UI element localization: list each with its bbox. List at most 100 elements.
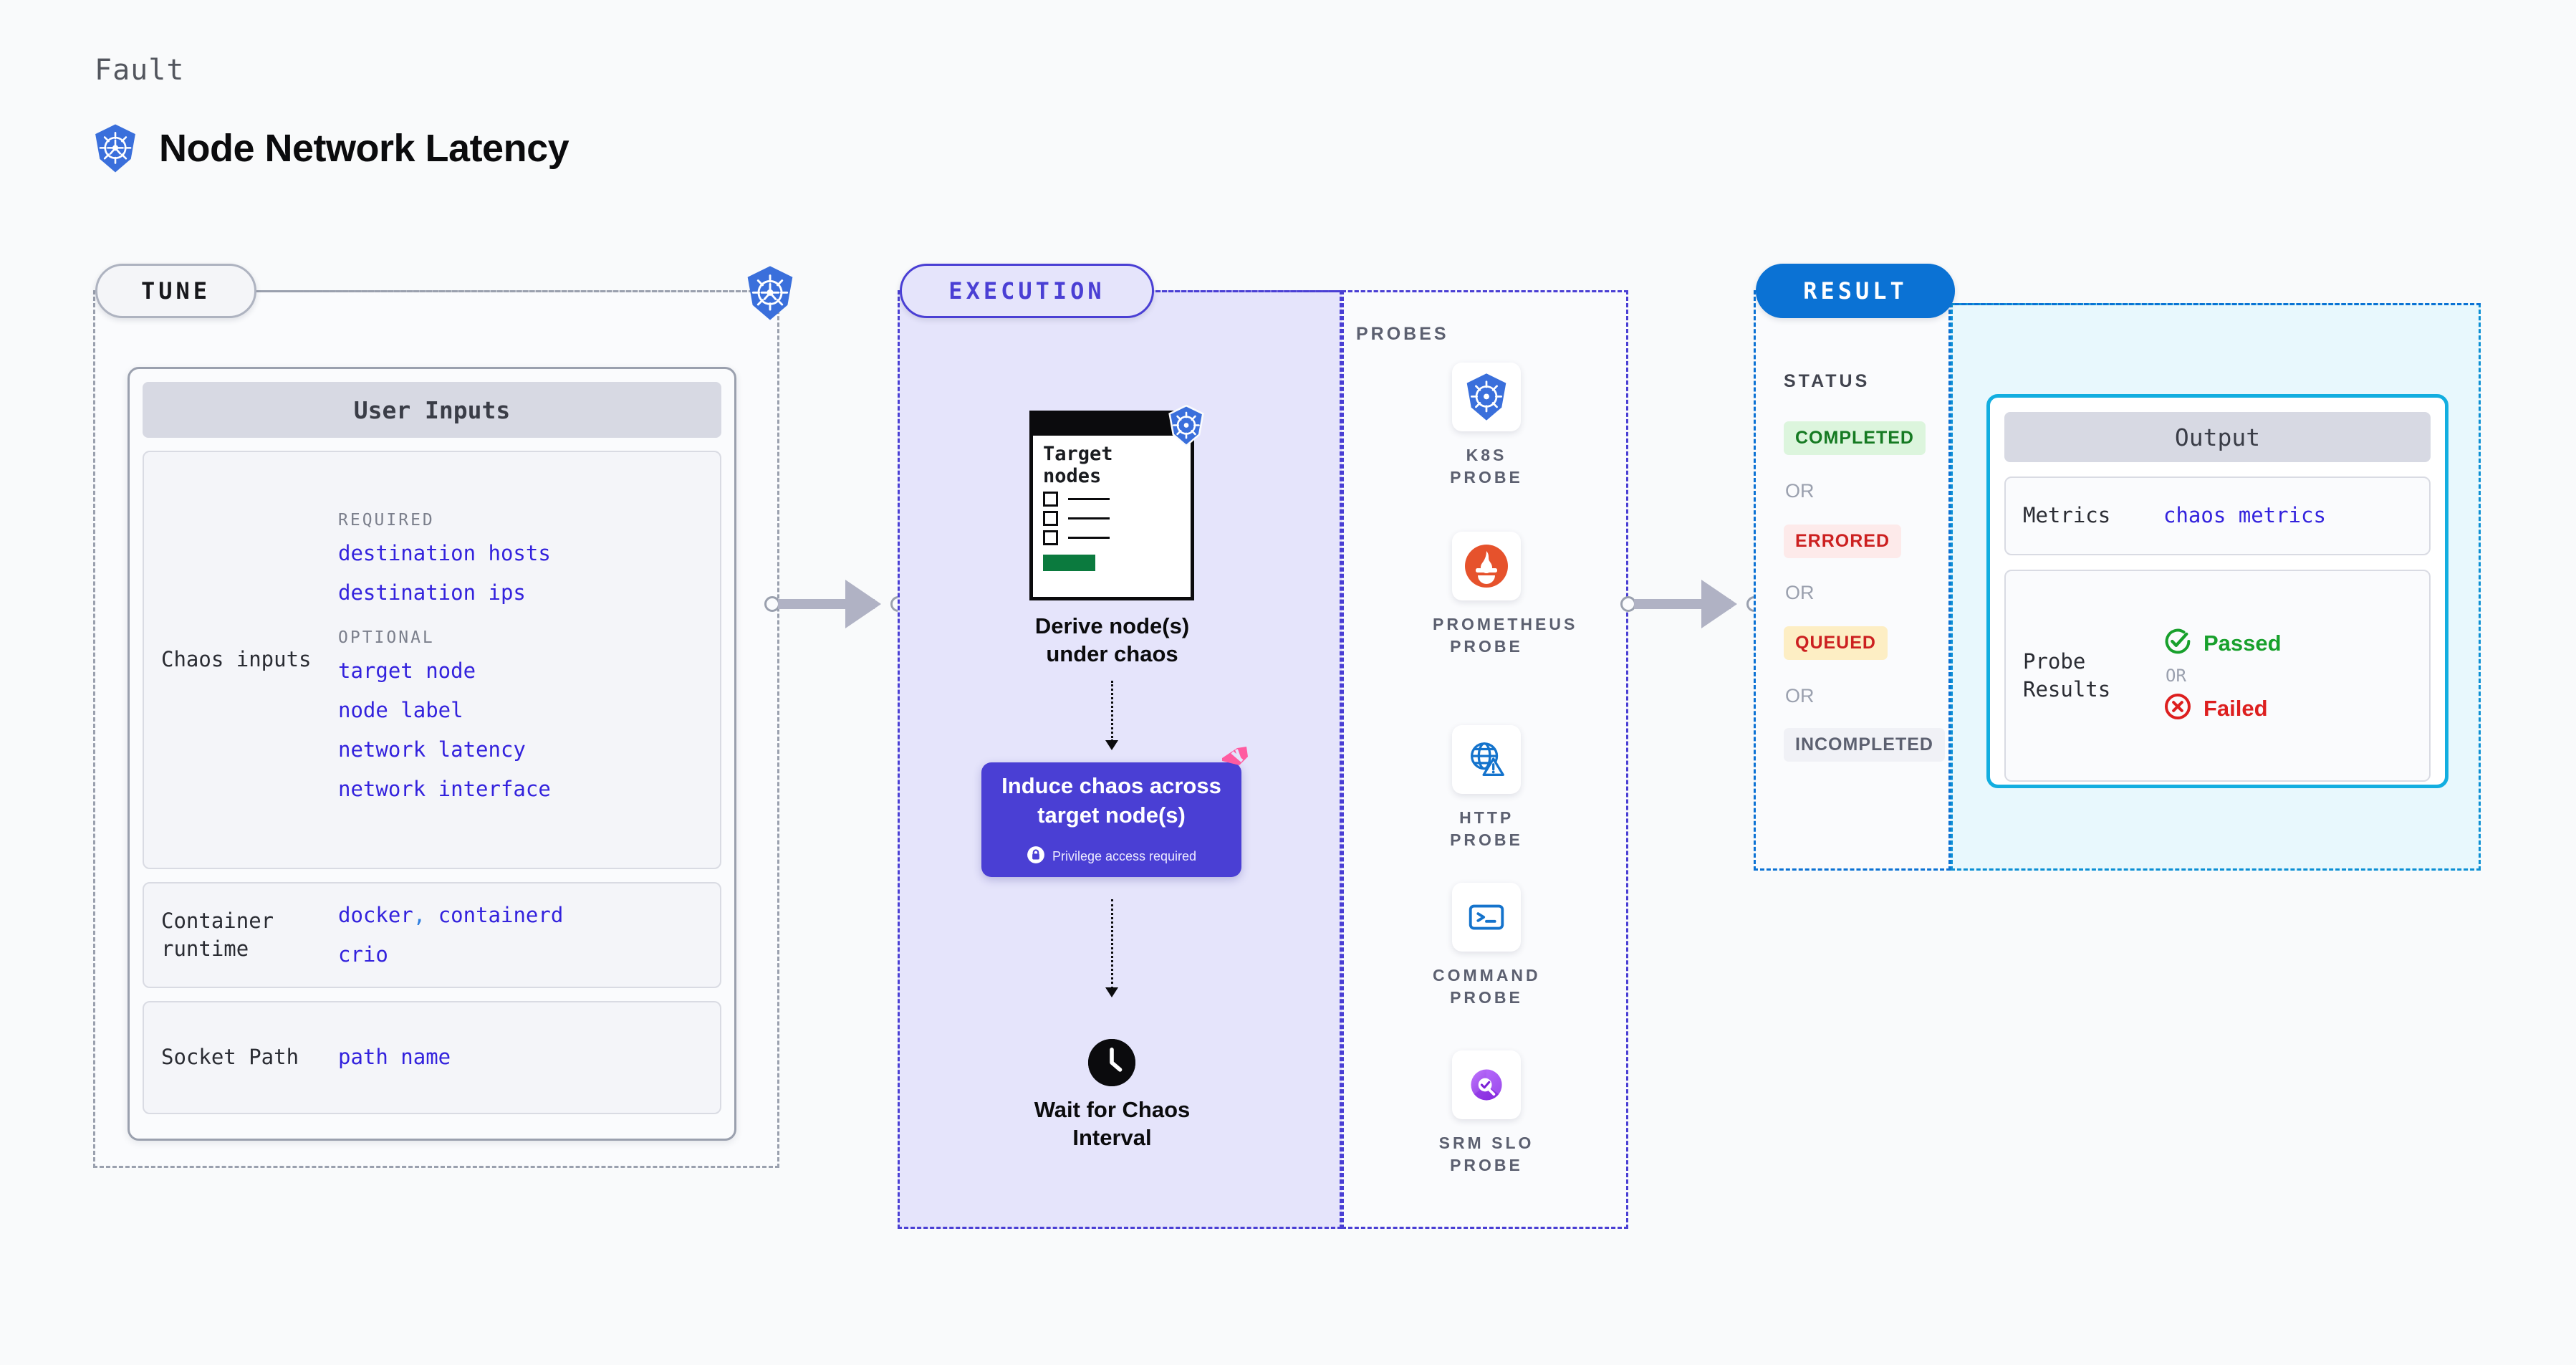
prometheus-icon <box>1452 532 1521 600</box>
value-node-label[interactable]: node label <box>338 698 463 722</box>
privilege-text: Privilege access required <box>1052 848 1197 863</box>
wait-interval-label: Wait for Chaos Interval <box>1003 1096 1221 1152</box>
probe-or-label: OR <box>2166 666 2186 686</box>
status-badge-completed: COMPLETED <box>1784 421 1926 455</box>
srm-slo-icon <box>1452 1050 1521 1119</box>
metrics-label: Metrics <box>2023 503 2111 528</box>
target-nodes-card: Target nodes <box>1029 411 1194 600</box>
probes-section-label: PROBES <box>1356 324 1449 344</box>
http-globe-icon <box>1452 725 1521 794</box>
user-inputs-title: User Inputs <box>143 382 721 438</box>
target-nodes-title-line1: Target <box>1043 443 1113 465</box>
probe-http-name: HTTP PROBE <box>1433 807 1540 851</box>
metrics-value[interactable]: chaos metrics <box>2163 503 2326 528</box>
kubernetes-icon <box>93 123 138 173</box>
kubernetes-icon <box>1168 404 1205 450</box>
optional-group-heading: OPTIONAL <box>338 628 435 647</box>
line-placeholder <box>1068 537 1110 540</box>
passed-label: Passed <box>2203 630 2282 656</box>
induce-chaos-line2: target node(s) <box>1037 802 1186 828</box>
probe-prometheus[interactable]: PROMETHEUS PROBE <box>1433 532 1575 658</box>
probe-srm-slo-line1: SRM SLO <box>1438 1134 1534 1152</box>
probe-srm-slo-line2: PROBE <box>1450 1156 1523 1175</box>
probe-k8s-line1: K8S <box>1466 446 1507 464</box>
probe-prometheus-name: PROMETHEUS PROBE <box>1433 613 1575 658</box>
induce-chaos-line1: Induce chaos across <box>1001 773 1221 799</box>
checkbox-row <box>1033 487 1191 507</box>
checkbox-row <box>1033 526 1191 546</box>
value-network-latency[interactable]: network latency <box>338 737 526 762</box>
or-label-3: OR <box>1785 685 1815 707</box>
fault-title-row: Node Network Latency <box>93 123 569 173</box>
probe-results-label: Probe Results <box>2006 648 2163 704</box>
probe-srm-slo[interactable]: SRM SLO PROBE <box>1433 1050 1540 1177</box>
probe-command[interactable]: COMMAND PROBE <box>1433 883 1540 1009</box>
checkbox-icon[interactable] <box>1043 530 1058 546</box>
value-path-name[interactable]: path name <box>338 1045 451 1070</box>
value-separator: , <box>413 902 426 927</box>
probe-srm-slo-name: SRM SLO PROBE <box>1433 1132 1540 1177</box>
value-target-node[interactable]: target node <box>338 658 476 683</box>
value-destination-ips[interactable]: destination ips <box>338 580 526 605</box>
card-topbar <box>1033 414 1191 436</box>
target-nodes-title: Target nodes <box>1033 436 1191 487</box>
probe-k8s-name: K8S PROBE <box>1433 444 1540 489</box>
probe-http-line1: HTTP <box>1459 808 1514 827</box>
value-crio[interactable]: crio <box>338 942 388 967</box>
lock-icon <box>1027 846 1045 868</box>
result-pill[interactable]: RESULT <box>1756 264 1955 318</box>
line-placeholder <box>1068 517 1110 520</box>
probe-command-line2: PROBE <box>1450 988 1523 1007</box>
induce-chaos-title: Induce chaos across target node(s) <box>1001 772 1221 830</box>
wait-interval-line2: Interval <box>1072 1124 1152 1150</box>
failed-label: Failed <box>2203 695 2268 721</box>
line-placeholder <box>1068 498 1110 501</box>
probe-prometheus-line1: PROMETHEUS <box>1433 615 1578 633</box>
value-containerd[interactable]: containerd <box>438 902 564 927</box>
derive-nodes-line2: under chaos <box>1046 641 1178 666</box>
probe-result-passed: Passed <box>2163 627 2282 659</box>
probe-http[interactable]: HTTP PROBE <box>1433 725 1540 851</box>
kubernetes-icon <box>745 265 795 325</box>
x-circle-icon <box>2163 692 2192 724</box>
value-docker[interactable]: docker <box>338 902 413 927</box>
result-pill-label: RESULT <box>1803 277 1908 305</box>
probe-result-failed: Failed <box>2163 692 2282 724</box>
chaos-inputs-section: Chaos inputs REQUIRED destination hosts … <box>143 451 721 869</box>
status-badge-errored: ERRORED <box>1784 525 1902 558</box>
tune-pill-label: TUNE <box>140 277 211 305</box>
probe-results-row: Probe Results Passed OR <box>2004 570 2431 782</box>
checkbox-icon[interactable] <box>1043 492 1058 507</box>
or-label-2: OR <box>1785 582 1815 603</box>
flow-arrowhead-2 <box>1105 987 1118 997</box>
value-network-interface[interactable]: network interface <box>338 777 551 802</box>
container-runtime-values-line1[interactable]: docker, containerd <box>338 896 563 935</box>
connector-arrowhead <box>845 580 881 628</box>
execution-pill-label: EXECUTION <box>948 277 1105 305</box>
or-label-1: OR <box>1785 480 1815 502</box>
execution-pill[interactable]: EXECUTION <box>900 264 1154 318</box>
socket-path-label: Socket Path <box>161 1045 299 1070</box>
page-title: Node Network Latency <box>159 127 569 170</box>
probe-k8s[interactable]: K8S PROBE <box>1433 363 1540 489</box>
probe-prometheus-line2: PROBE <box>1450 637 1523 656</box>
required-group-heading: REQUIRED <box>338 510 435 530</box>
checkbox-row <box>1033 507 1191 527</box>
probe-command-line1: COMMAND <box>1433 966 1541 985</box>
tune-pill[interactable]: TUNE <box>95 264 256 318</box>
flow-arrow-1 <box>1111 681 1113 742</box>
flow-arrowhead-1 <box>1105 740 1118 750</box>
checkbox-icon[interactable] <box>1043 511 1058 527</box>
output-card: Output Metrics chaos metrics Probe Resul… <box>1986 394 2448 788</box>
induce-chaos-box[interactable]: Induce chaos across target node(s) Privi… <box>981 762 1241 877</box>
result-top-dash <box>1955 303 2481 305</box>
derive-nodes-label: Derive node(s) under chaos <box>1003 613 1221 669</box>
value-destination-hosts[interactable]: destination hosts <box>338 540 551 565</box>
wait-interval-line1: Wait for Chaos <box>1034 1097 1191 1122</box>
clock-icon <box>1088 1039 1135 1086</box>
derive-nodes-line1: Derive node(s) <box>1034 613 1190 638</box>
chaos-inputs-label: Chaos inputs <box>161 647 312 672</box>
